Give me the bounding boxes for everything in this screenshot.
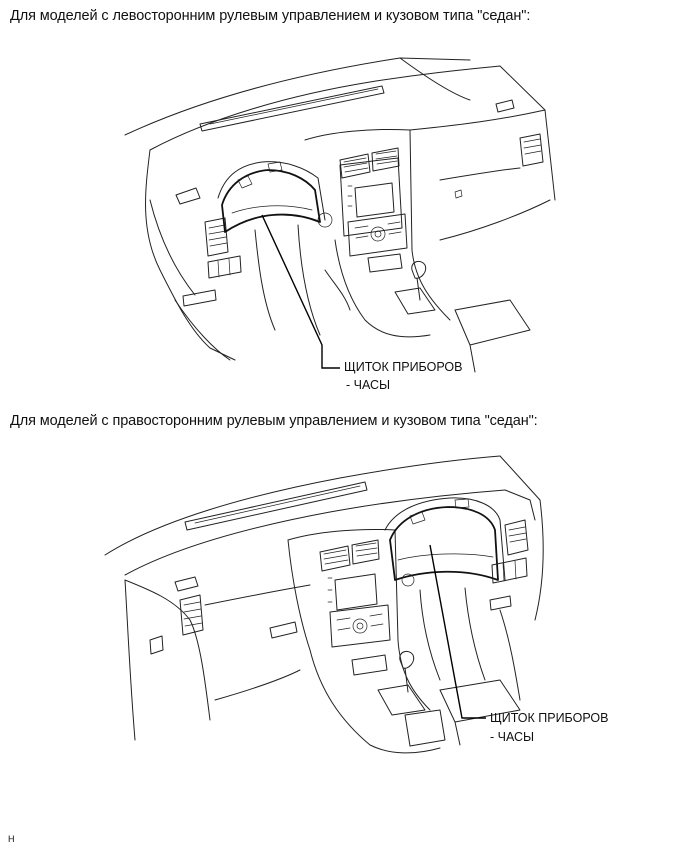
rhd-caption: Для моделей с правосторонним рулевым упр… <box>10 413 538 429</box>
lhd-dashboard-outline <box>124 57 556 373</box>
footer-code: H <box>8 834 15 844</box>
lhd-leader-line <box>261 214 340 369</box>
lhd-sub-label: - ЧАСЫ <box>346 378 391 392</box>
rhd-part-label: ЩИТОК ПРИБОРОВ <box>490 711 609 725</box>
rhd-dashboard-outline <box>104 455 544 754</box>
rhd-leader-line <box>429 544 486 719</box>
lhd-part-label: ЩИТОК ПРИБОРОВ <box>344 360 463 374</box>
lhd-dashboard-illustration <box>124 57 556 373</box>
rhd-sub-label: - ЧАСЫ <box>490 730 535 744</box>
lhd-caption: Для моделей с левосторонним рулевым упра… <box>10 8 531 24</box>
